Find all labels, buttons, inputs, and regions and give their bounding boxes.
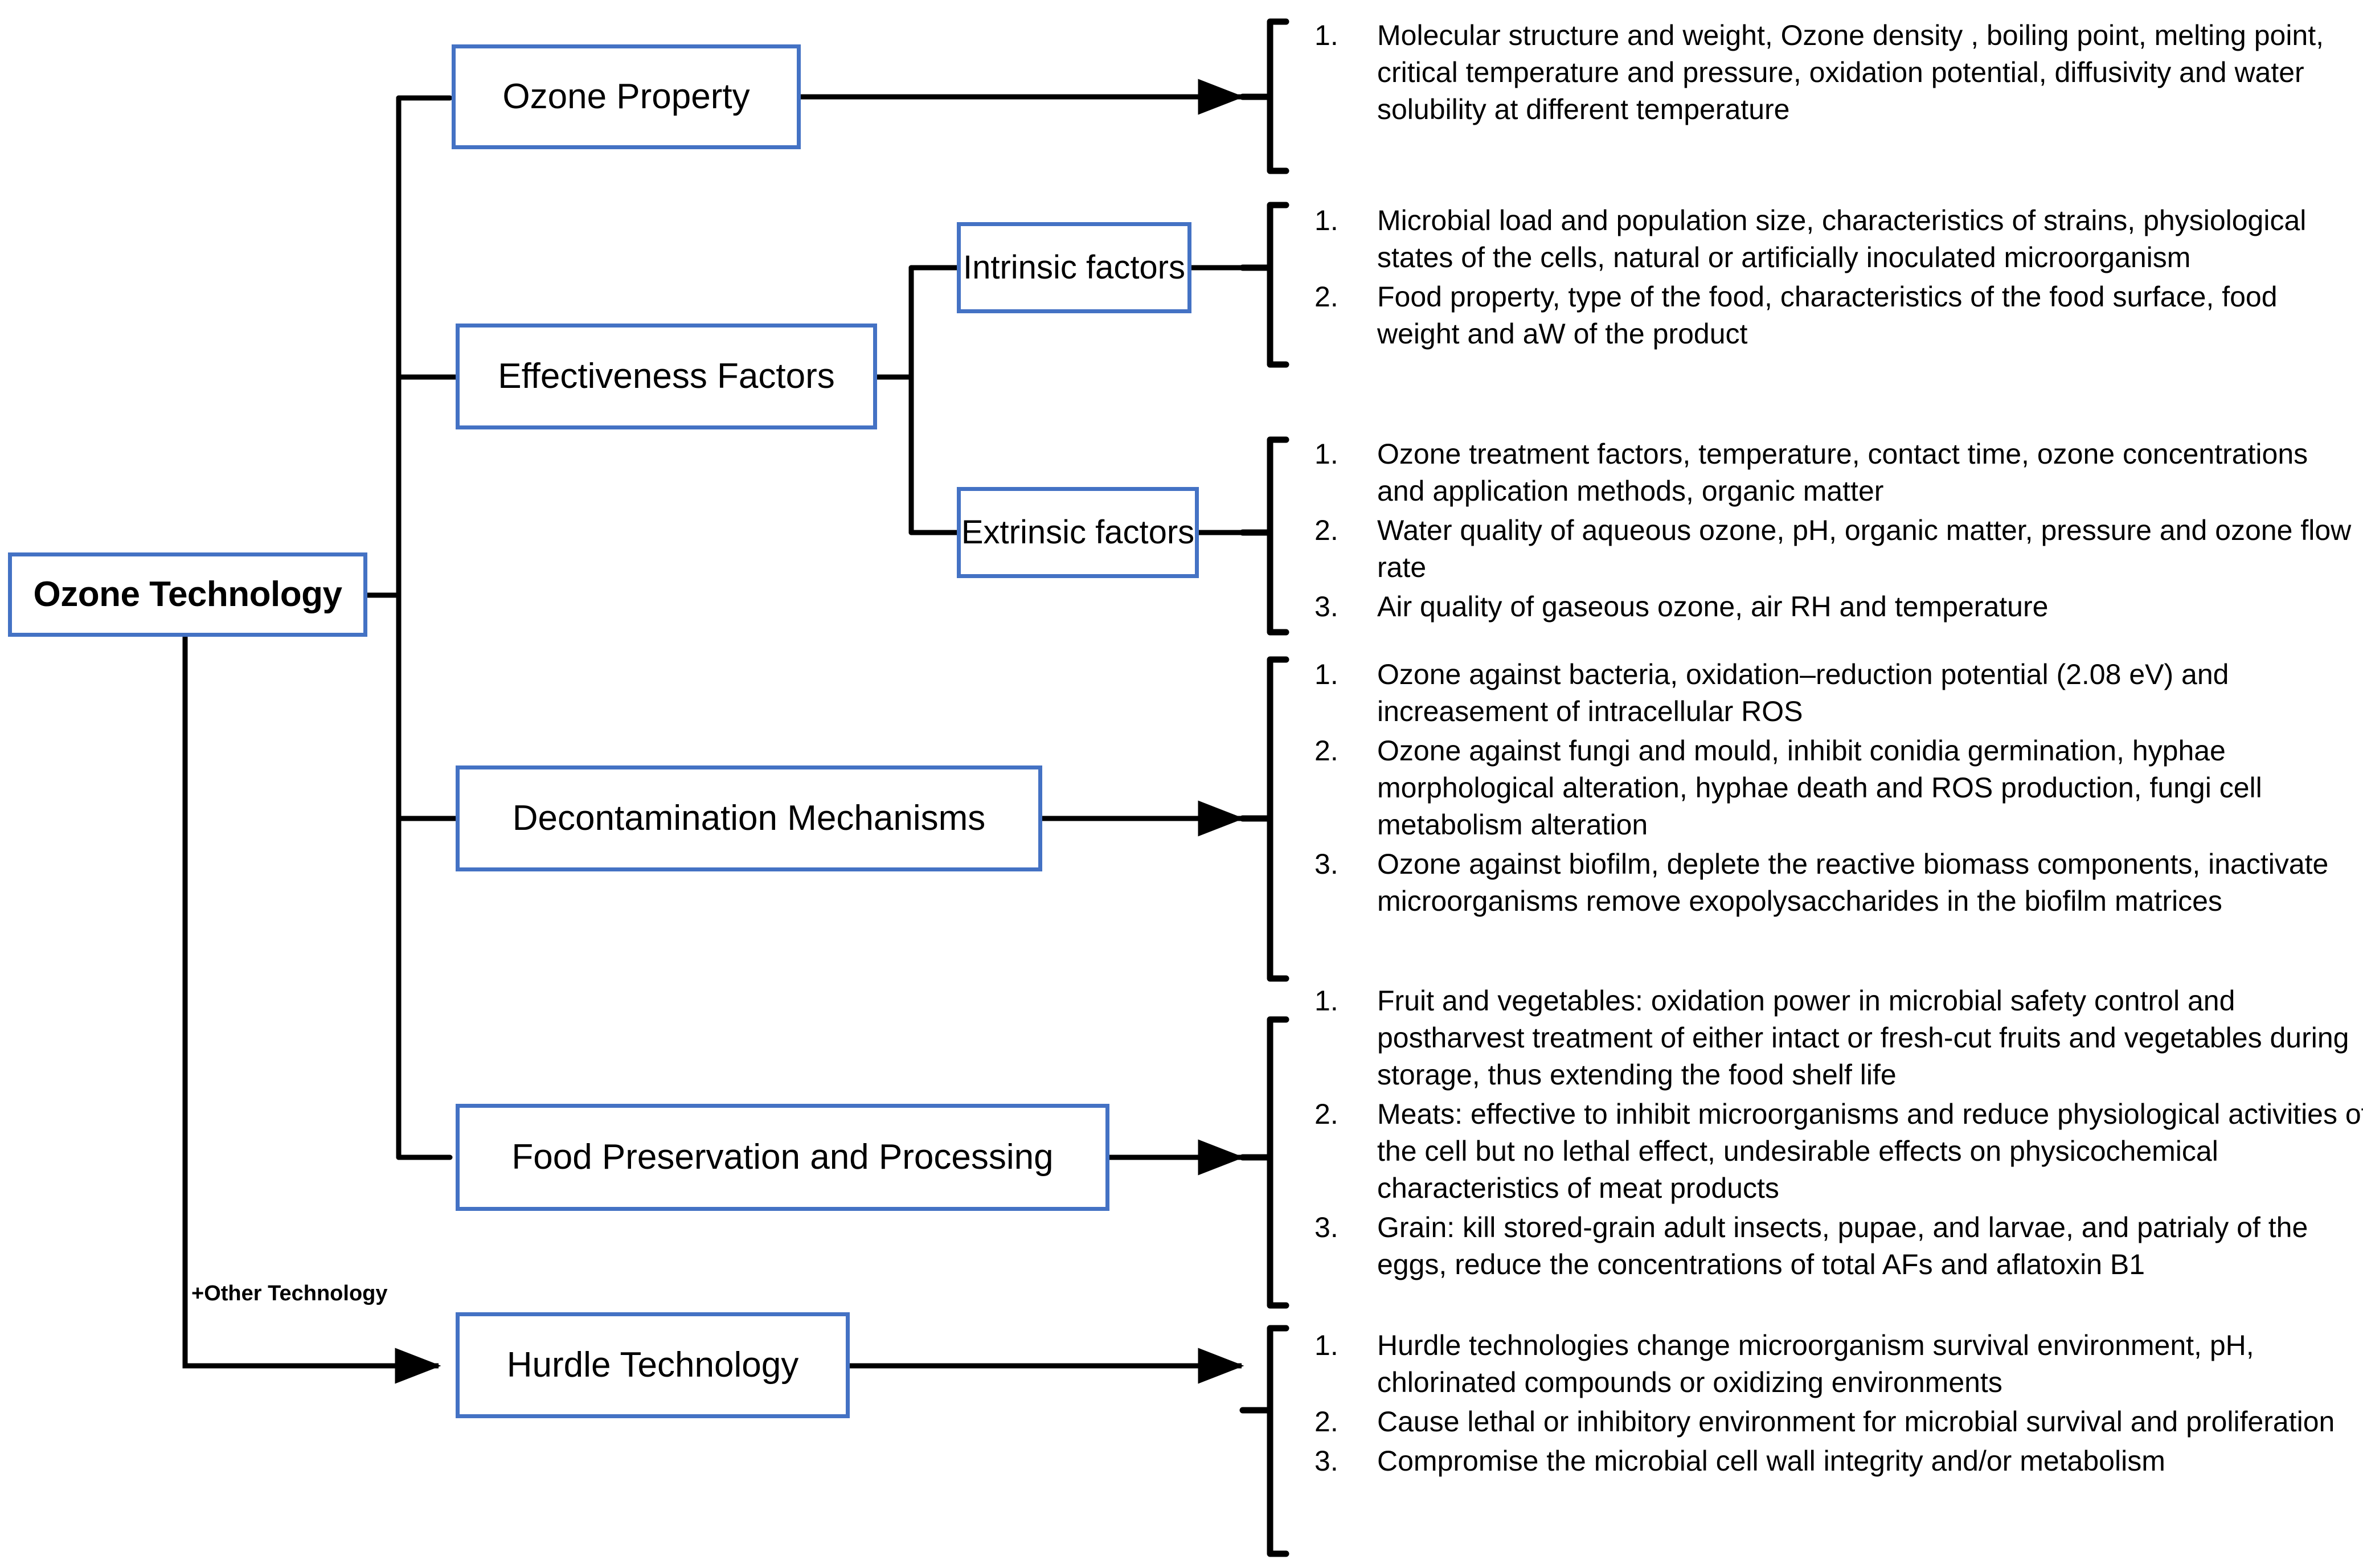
group-bracket-extrinsic: [1239, 436, 1289, 636]
root-to-branches-bracket: [365, 95, 453, 1160]
details-hurdle-technology: Hurdle technologies change microorganism…: [1310, 1327, 2363, 1482]
group-bracket-food-preservation: [1239, 1016, 1289, 1309]
spine-stubs: [396, 374, 458, 821]
node-ozone-technology[interactable]: Ozone Technology: [8, 552, 367, 637]
node-label-decontamination-mechanisms: Decontamination Mechanisms: [512, 799, 986, 838]
node-ozone-property[interactable]: Ozone Property: [452, 44, 801, 149]
edge-label-other-technology: +Other Technology: [191, 1282, 388, 1305]
details-intrinsic-factors: Microbial load and population size, char…: [1310, 202, 2352, 355]
node-food-preservation-and-processing[interactable]: Food Preservation and Processing: [456, 1104, 1109, 1211]
node-decontamination-mechanisms[interactable]: Decontamination Mechanisms: [456, 765, 1042, 871]
details-decontamination-mechanisms: Ozone against bacteria, oxidation–reduct…: [1310, 656, 2363, 922]
node-label-hurdle-technology: Hurdle Technology: [506, 1345, 799, 1385]
list-item: Air quality of gaseous ozone, air RH and…: [1314, 588, 2049, 625]
node-label-extrinsic-factors: Extrinsic factors: [961, 513, 1195, 551]
node-label-ozone-technology: Ozone Technology: [33, 575, 342, 615]
group-bracket-decontamination: [1239, 656, 1289, 982]
list-item: Compromise the microbial cell wall integ…: [1314, 1443, 2165, 1480]
root-to-hurdle-connector: [182, 637, 441, 1384]
details-food-preservation-and-processing: Fruit and vegetables: oxidation power in…: [1310, 982, 2363, 1285]
list-item: Ozone against biofilm, deplete the react…: [1314, 846, 2329, 917]
list-item: Water quality of aqueous ozone, pH, orga…: [1314, 512, 2352, 583]
node-label-effectiveness-factors: Effectiveness Factors: [498, 357, 835, 396]
node-label-food-preservation-and-processing: Food Preservation and Processing: [511, 1137, 1054, 1177]
list-item: Ozone treatment factors, temperature, co…: [1314, 436, 2308, 507]
list-item: Meats: effective to inhibit microorganis…: [1314, 1096, 2363, 1204]
list-item: Ozone against bacteria, oxidation–reduct…: [1314, 656, 2229, 727]
node-label-ozone-property: Ozone Property: [502, 77, 750, 117]
list-item: Microbial load and population size, char…: [1314, 202, 2307, 273]
list-item: Grain: kill stored-grain adult insects, …: [1314, 1209, 2308, 1280]
list-item: Food property, type of the food, charact…: [1314, 279, 2278, 350]
list-item: Ozone against fungi and mould, inhibit c…: [1314, 732, 2262, 841]
list-item: Cause lethal or inhibitory environment f…: [1314, 1403, 2335, 1440]
list-item: Molecular structure and weight, Ozone de…: [1314, 17, 2324, 125]
node-hurdle-technology[interactable]: Hurdle Technology: [456, 1312, 850, 1418]
details-extrinsic-factors: Ozone treatment factors, temperature, co…: [1310, 436, 2352, 628]
list-item: Fruit and vegetables: oxidation power in…: [1314, 982, 2349, 1091]
node-intrinsic-factors[interactable]: Intrinsic factors: [957, 222, 1191, 313]
group-bracket-hurdle: [1239, 1325, 1289, 1557]
list-item: Hurdle technologies change microorganism…: [1314, 1327, 2254, 1398]
node-extrinsic-factors[interactable]: Extrinsic factors: [957, 487, 1199, 578]
details-ozone-property: Molecular structure and weight, Ozone de…: [1310, 17, 2341, 130]
effectiveness-to-subfactors-bracket: [874, 265, 960, 535]
node-effectiveness-factors[interactable]: Effectiveness Factors: [456, 324, 877, 429]
node-label-intrinsic-factors: Intrinsic factors: [963, 248, 1185, 286]
group-bracket-intrinsic: [1239, 202, 1289, 368]
group-bracket-ozone-property: [1239, 18, 1289, 174]
